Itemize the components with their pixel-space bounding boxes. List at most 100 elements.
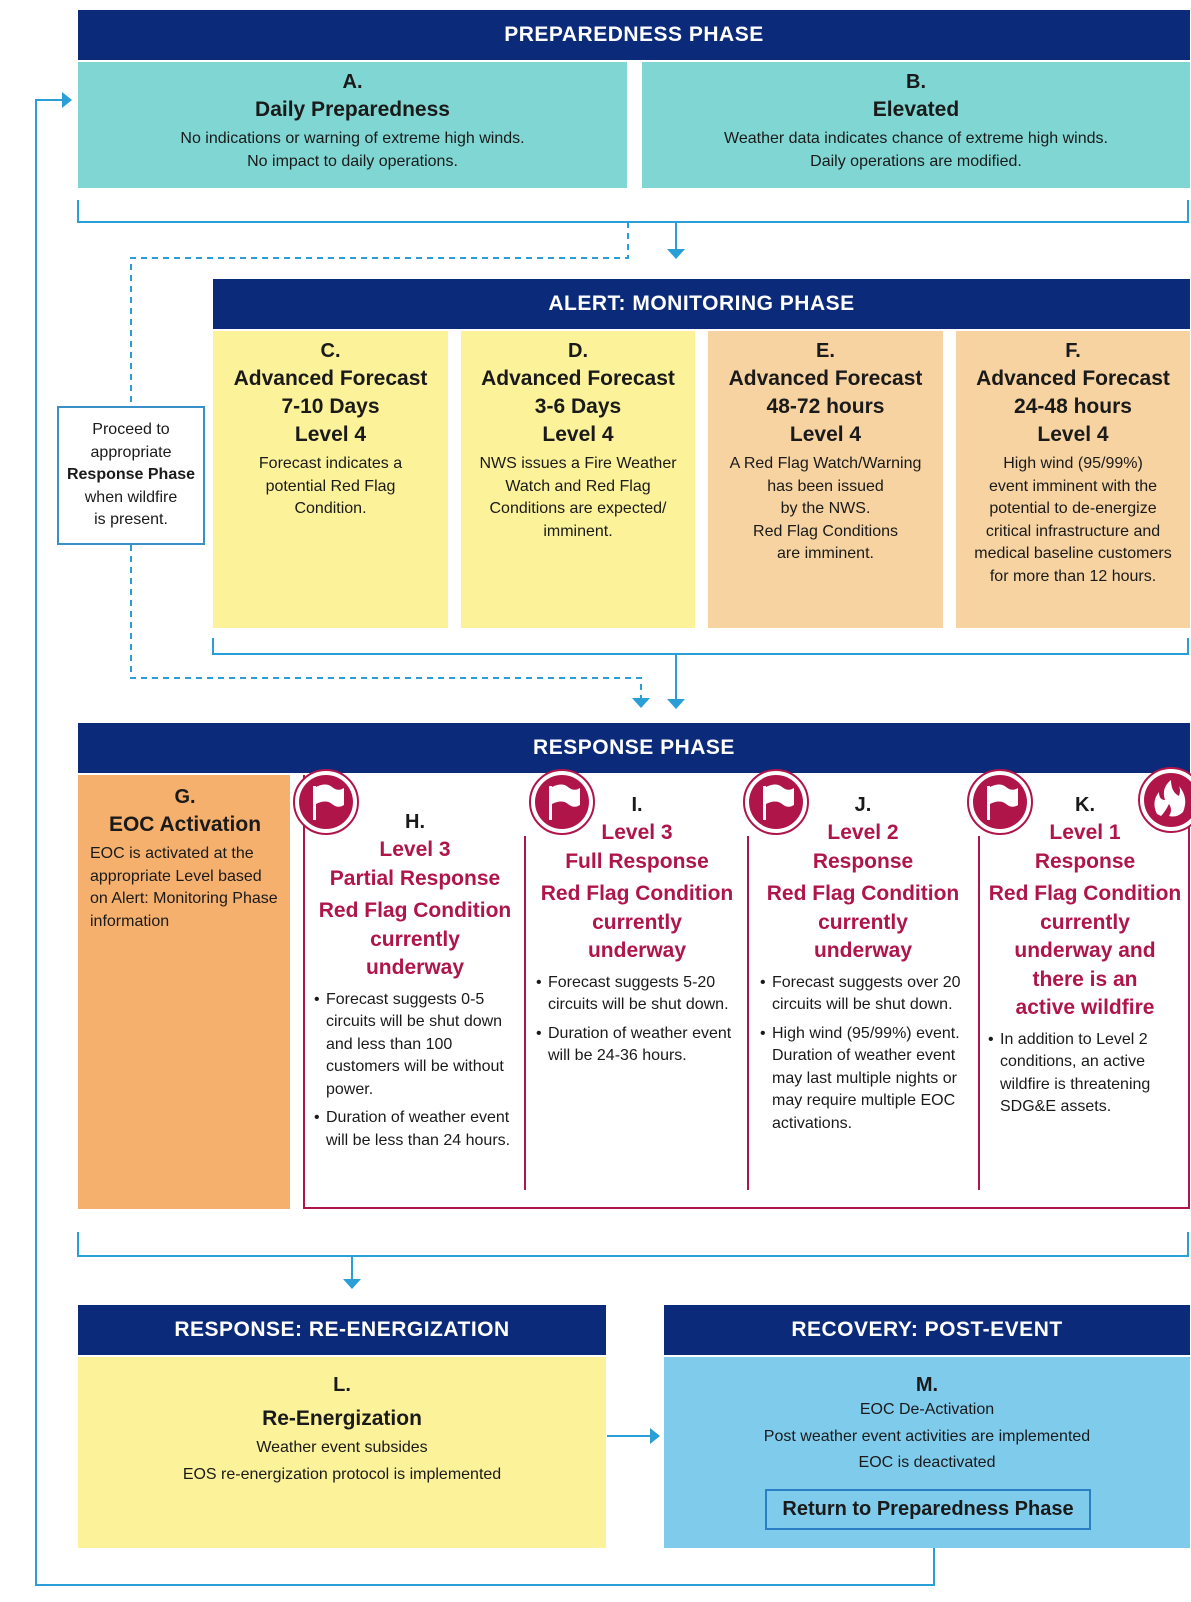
box-b-letter: B. [906, 71, 926, 93]
proceed-note: Proceed to appropriate Response Phase wh… [57, 406, 205, 545]
box-e-l2: has been issued [767, 477, 884, 495]
box-c-letter: C. [320, 340, 341, 362]
proceed-l5: is present. [94, 511, 168, 529]
dashed-path [130, 222, 642, 698]
box-m-line3: EOC is deactivated [858, 1454, 996, 1471]
box-i-cond1: Red Flag Condition [540, 882, 734, 905]
box-a-daily-preparedness: A. Daily Preparedness No indications or … [78, 62, 627, 188]
box-h-bullet1: Forecast suggests 0-5 circuits will be s… [312, 989, 518, 1102]
box-d-letter: D. [568, 340, 588, 362]
box-h-cond1: Red Flag Condition [318, 899, 512, 922]
arrowhead-prep-alert [667, 249, 685, 259]
box-c-forecast-7-10: C. Advanced Forecast 7-10 Days Level 4 F… [213, 331, 448, 628]
arrowhead-l-m [650, 1428, 660, 1444]
box-l-line2: EOS re-energization protocol is implemen… [182, 1465, 502, 1483]
box-i-bullet1: Forecast suggests 5-20 circuits will be … [534, 972, 740, 1017]
recovery-header: RECOVERY: POST-EVENT [664, 1305, 1190, 1355]
box-k-bullets: In addition to Level 2 conditions, an ac… [986, 1029, 1184, 1119]
box-b-line2: Daily operations are modified. [810, 152, 1022, 170]
box-f-l4: critical infrastructure and [985, 522, 1161, 540]
return-to-preparedness-button[interactable]: Return to Preparedness Phase [765, 1489, 1091, 1530]
box-d-l2: Watch and Red Flag [505, 477, 651, 495]
proceed-l2: appropriate [90, 443, 172, 461]
box-j-letter: J. [854, 794, 872, 816]
box-l-letter: L. [333, 1374, 351, 1396]
box-h-letter: H. [405, 811, 425, 833]
box-d-range: 3-6 Days [534, 395, 622, 418]
wildfire-icon [1138, 767, 1191, 833]
box-f-l6: for more than 12 hours. [989, 567, 1157, 585]
box-h-bullets: Forecast suggests 0-5 circuits will be s… [312, 989, 518, 1153]
box-f-l2: event imminent with the [988, 477, 1158, 495]
proceed-l4: when wildfire [84, 488, 178, 506]
box-i-level: Level 3 [601, 821, 673, 844]
box-c-l1: Forecast indicates a [258, 455, 403, 472]
red-flag-icon [743, 769, 809, 835]
arrowhead-reenergize [343, 1279, 361, 1289]
arrowhead-alert-response [667, 699, 685, 709]
box-e-letter: E. [816, 340, 835, 362]
box-d-level: Level 4 [542, 423, 614, 446]
box-g-desc: EOC is activated at the appropriate Leve… [90, 845, 278, 930]
box-e-title: Advanced Forecast [728, 367, 923, 390]
box-l-line1: Weather event subsides [256, 1439, 428, 1456]
box-d-title: Advanced Forecast [481, 367, 675, 390]
red-flag-icon [529, 769, 595, 835]
box-f-l5: medical baseline customers [974, 545, 1172, 562]
box-d-l1: NWS issues a Fire Weather [479, 455, 677, 472]
box-f-l3: potential to de-energize [989, 500, 1157, 517]
box-k-cond1: Red Flag Condition [988, 882, 1182, 905]
bracket-preparedness [77, 200, 1189, 223]
divider-hi [524, 836, 526, 1190]
arrowhead-dashed [632, 698, 650, 708]
box-d-l4: imminent. [543, 522, 613, 540]
box-h-type: Partial Response [329, 866, 501, 890]
box-l-reenergization: L. Re-Energization Weather event subside… [78, 1357, 606, 1548]
box-k-letter: K. [1075, 794, 1095, 816]
box-b-line1: Weather data indicates chance of extreme… [724, 130, 1108, 147]
box-h-bullet2: Duration of weather event will be less t… [312, 1107, 518, 1152]
box-c-l2: potential Red Flag [265, 477, 396, 495]
box-k-level: Level 1 [1049, 821, 1121, 844]
response-levels-frame [303, 775, 1190, 1209]
box-i-letter: I. [631, 794, 643, 816]
box-d-forecast-3-6: D. Advanced Forecast 3-6 Days Level 4 NW… [461, 331, 695, 628]
box-c-range: 7-10 Days [281, 395, 380, 418]
box-e-range: 48-72 hours [766, 395, 885, 418]
divider-ij [747, 836, 749, 1190]
box-j-bullet2: High wind (95/99%) event. Duration of we… [758, 1023, 968, 1136]
box-m-letter: M. [915, 1374, 939, 1396]
box-l-title: Re-Energization [262, 1407, 422, 1430]
box-e-l1: A Red Flag Watch/Warning [729, 455, 922, 472]
proceed-l3: Response Phase [66, 466, 196, 484]
box-c-title: Advanced Forecast [233, 367, 428, 390]
box-f-range: 24-48 hours [1014, 395, 1132, 418]
box-f-forecast-24-48: F. Advanced Forecast 24-48 hours Level 4… [956, 331, 1190, 628]
box-j-cond1: Red Flag Condition [766, 882, 960, 905]
box-g-letter: G. [174, 786, 196, 808]
proceed-l1: Proceed to [92, 421, 170, 439]
box-j-bullets: Forecast suggests over 20 circuits will … [758, 972, 968, 1136]
box-g-title: EOC Activation [108, 813, 262, 836]
red-flag-icon [293, 769, 359, 835]
box-g-eoc-activation: G. EOC Activation EOC is activated at th… [78, 775, 290, 1209]
box-j-cond3: underway [813, 939, 913, 962]
divider-jk [978, 836, 980, 1190]
box-i-bullets: Forecast suggests 5-20 circuits will be … [534, 972, 740, 1068]
box-i-type: Full Response [565, 849, 709, 873]
box-j-level2: J. Level 2 Response Red Flag Condition c… [758, 791, 968, 1141]
box-m-line1: EOC De-Activation [859, 1401, 995, 1418]
box-e-level: Level 4 [789, 423, 862, 446]
box-j-type: Response [812, 849, 914, 873]
box-k-type: Response [1034, 849, 1136, 873]
box-i-cond3: underway [587, 939, 687, 962]
box-j-cond2: currently [818, 910, 908, 934]
box-f-title: Advanced Forecast [976, 367, 1170, 390]
box-h-cond2: currently [370, 927, 460, 951]
response-phase-header: RESPONSE PHASE [78, 723, 1190, 773]
box-e-forecast-48-72: E. Advanced Forecast 48-72 hours Level 4… [708, 331, 943, 628]
box-b-elevated: B. Elevated Weather data indicates chanc… [642, 62, 1190, 188]
box-a-line2: No impact to daily operations. [247, 152, 458, 170]
box-b-title: Elevated [872, 98, 960, 121]
box-i-level3-full: I. Level 3 Full Response Red Flag Condit… [534, 791, 740, 1074]
